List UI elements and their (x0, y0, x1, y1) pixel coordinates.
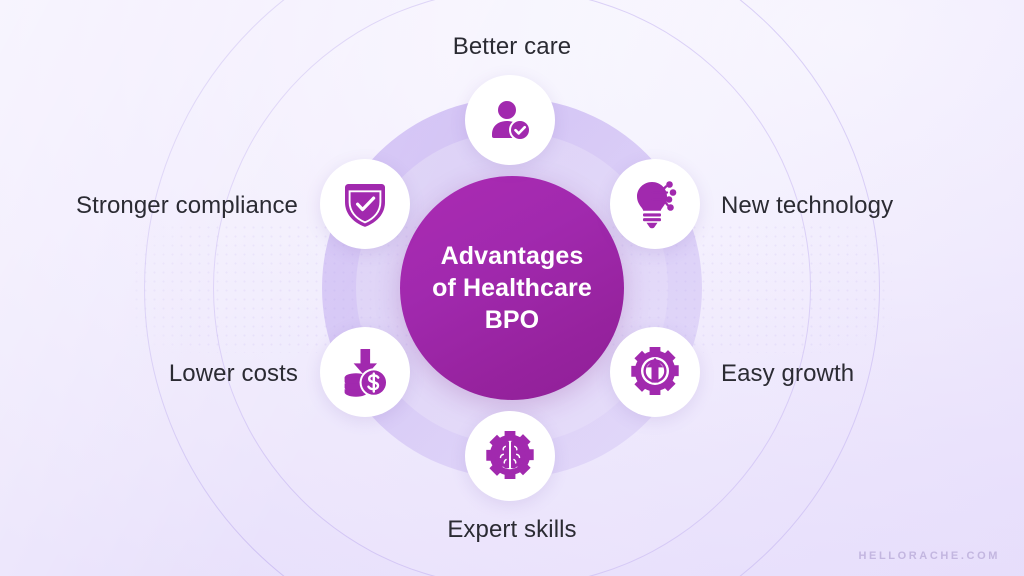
node-icon-new-technology[interactable] (610, 159, 700, 249)
node-icon-lower-costs[interactable] (320, 327, 410, 417)
node-icon-expert-skills[interactable] (465, 411, 555, 501)
node-icon-easy-growth[interactable] (610, 327, 700, 417)
shield-check-icon (340, 179, 390, 229)
node-label-expert-skills: Expert skills (447, 516, 577, 543)
node-label-easy-growth: Easy growth (721, 360, 855, 387)
node-label-stronger-compliance: Stronger compliance (75, 192, 298, 219)
node-icon-stronger-compliance[interactable] (320, 159, 410, 249)
hub-title: Advantages of Healthcare BPO (432, 242, 592, 334)
lightbulb-circuit-icon (630, 179, 680, 229)
gear-up-arrow-icon (629, 346, 681, 398)
center-hub: Advantages of Healthcare BPO (400, 176, 624, 400)
node-icon-better-care[interactable] (465, 75, 555, 165)
node-label-lower-costs: Lower costs (168, 360, 298, 387)
coins-down-arrow-icon (339, 347, 391, 397)
node-label-better-care: Better care (452, 33, 572, 60)
gear-brain-icon (484, 430, 536, 482)
watermark: HELLORACHE.COM (858, 550, 1000, 562)
node-label-new-technology: New technology (721, 192, 894, 219)
person-check-icon (486, 96, 534, 144)
